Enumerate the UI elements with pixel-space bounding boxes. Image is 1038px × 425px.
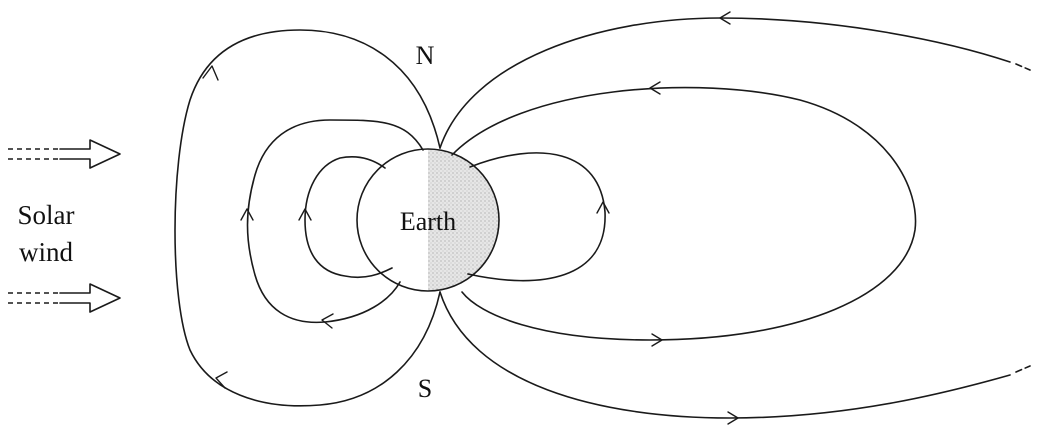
magnetotail-field-line-north — [439, 17, 1011, 149]
magnetotail-north-dashed-extension — [1015, 63, 1031, 71]
south-pole-label: S — [418, 374, 432, 403]
arrow-outer-dayside-bottom — [215, 371, 228, 389]
dayside-field-line-middle — [246, 119, 424, 324]
arrow-tail-south-rightward — [727, 411, 739, 425]
field-direction-arrows — [202, 11, 739, 425]
arrow-middle-dayside-up — [240, 208, 254, 221]
solar-wind-arrow-top — [8, 139, 121, 169]
arrow-middle-dayside-bottom — [321, 313, 334, 329]
solar-wind-arrow-bottom — [8, 283, 121, 313]
solar-wind-label-line1: Solar — [18, 200, 75, 230]
nightside-field-line-inner — [467, 152, 606, 282]
dayside-field-line-inner — [304, 155, 393, 279]
arrow-inner-nightside-up — [596, 201, 610, 214]
solar-wind-label-line2: wind — [19, 237, 74, 267]
nightside-field-line-middle — [451, 86, 917, 341]
arrow-tail-north-leftward — [719, 11, 731, 25]
magnetotail-field-line-south — [439, 291, 1011, 419]
earth-outline — [356, 148, 500, 292]
earth: Earth — [356, 148, 500, 292]
arrow-middle-nightside-bottom-rightward — [651, 333, 663, 347]
arrow-middle-nightside-top-leftward — [649, 81, 661, 95]
north-pole-label: N — [416, 41, 435, 70]
earth-label: Earth — [400, 207, 456, 236]
dayside-field-line-outer — [174, 29, 441, 407]
arrow-outer-dayside-up — [202, 65, 219, 81]
magnetotail-south-dashed-extension — [1015, 365, 1031, 373]
arrow-inner-dayside-up — [298, 208, 312, 221]
solar-wind-arrow-bottom-head — [59, 283, 121, 313]
solar-wind-arrow-top-head — [59, 139, 121, 169]
